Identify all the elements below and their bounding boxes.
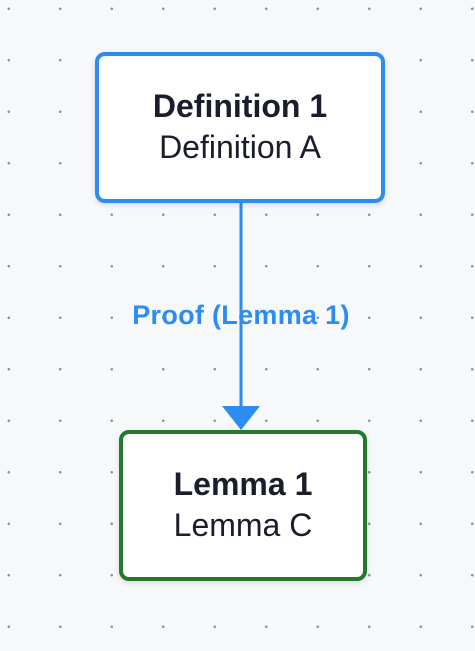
edge-label-proof[interactable]: Proof (Lemma 1) xyxy=(132,300,350,330)
node-title: Lemma 1 xyxy=(173,465,313,502)
node-title: Definition 1 xyxy=(152,87,328,124)
node-subtitle: Lemma C xyxy=(173,506,313,543)
edge-arrowhead xyxy=(222,406,260,430)
node-lemma-1[interactable]: Lemma 1 Lemma C xyxy=(119,430,367,581)
node-subtitle: Definition A xyxy=(159,128,321,165)
node-definition-1[interactable]: Definition 1 Definition A xyxy=(95,52,385,203)
